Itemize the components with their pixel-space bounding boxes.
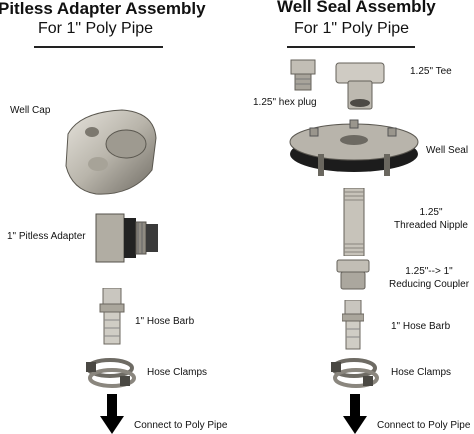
reducing-coupler-image [336, 259, 370, 291]
left-title: Pitless Adapter Assembly [0, 0, 206, 18]
well-cap-image [62, 104, 160, 200]
coupler-label-line2: Reducing Coupler [388, 279, 470, 290]
right-hose-barb-image [342, 300, 364, 350]
pitless-adapter-image [94, 212, 160, 264]
left-hose-clamps-image [84, 356, 138, 390]
well-seal-label: Well Seal [426, 145, 469, 156]
left-hose-clamps-label: Hose Clamps [147, 367, 208, 378]
well-seal-image [288, 118, 420, 180]
left-subtitle: For 1" Poly Pipe [38, 20, 154, 37]
right-title: Well Seal Assembly [277, 0, 436, 16]
right-hose-barb-label: 1" Hose Barb [391, 321, 451, 332]
right-hose-clamps-image [329, 356, 381, 390]
left-hose-barb-image [99, 288, 125, 346]
right-hose-clamps-label: Hose Clamps [391, 367, 452, 378]
well-cap-label: Well Cap [10, 105, 51, 116]
right-connect-label: Connect to Poly Pipe [377, 420, 471, 431]
nipple-label-line2: Threaded Nipple [394, 220, 468, 231]
nipple-label-line1: 1.25" [419, 207, 443, 218]
hex-plug-image [289, 58, 317, 92]
left-hose-barb-label: 1" Hose Barb [135, 316, 195, 327]
left-title-underline [34, 46, 163, 48]
pitless-adapter-label: 1" Pitless Adapter [7, 231, 86, 242]
threaded-nipple-image [343, 188, 365, 256]
right-subtitle: For 1" Poly Pipe [294, 20, 410, 37]
hex-plug-label: 1.25" hex plug [253, 97, 317, 108]
right-down-arrow-icon [343, 394, 367, 434]
coupler-label-line1: 1.25"--> 1" [405, 266, 453, 277]
left-connect-label: Connect to Poly Pipe [134, 420, 228, 431]
tee-label: 1.25" Tee [410, 66, 452, 77]
tee-image [334, 59, 386, 111]
right-title-underline [287, 46, 415, 48]
left-down-arrow-icon [100, 394, 124, 434]
